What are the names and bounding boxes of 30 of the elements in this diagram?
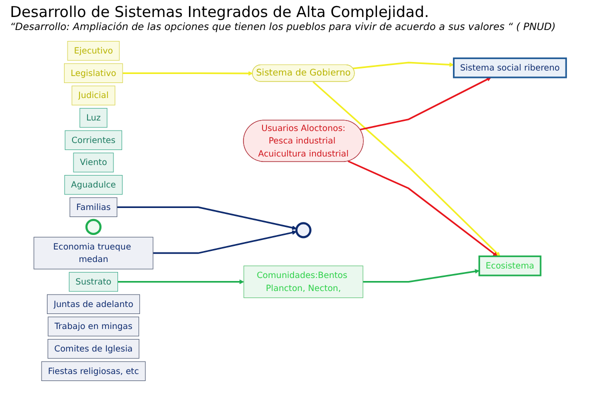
node-box: Comites de Iglesia bbox=[48, 339, 140, 359]
arrow bbox=[122, 71, 253, 76]
arrow bbox=[153, 230, 297, 254]
arrow bbox=[352, 62, 454, 70]
node-box: Judicial bbox=[72, 86, 116, 106]
node-box: Sustrato bbox=[68, 272, 118, 292]
node-box: Sistema social ribereno bbox=[452, 57, 567, 78]
node-circle bbox=[295, 222, 312, 238]
node-box: Comunidades:Bentos Plancton, Necton, bbox=[244, 266, 364, 298]
diagram-title: Desarrollo de Sistemas Integrados de Alta Complejidad. bbox=[10, 3, 430, 21]
node-box: Fiestas religiosas, etc bbox=[41, 361, 146, 381]
node-box: Trabajo en mingas bbox=[48, 316, 140, 336]
arrow bbox=[362, 269, 480, 283]
node-box: Luz bbox=[80, 108, 108, 128]
node-box: Aguadulce bbox=[64, 175, 123, 195]
node-box: Familias bbox=[70, 197, 118, 218]
arrow bbox=[348, 160, 498, 256]
arrow bbox=[312, 81, 500, 256]
node-box: Viento bbox=[73, 152, 114, 172]
quote-note: “Desarrollo: Ampliación de las opciones que tienen los pueblos para vivir de acuerdo a sus valores “ ( PNUD) bbox=[10, 22, 557, 33]
arrow bbox=[360, 77, 492, 130]
arrow bbox=[118, 279, 244, 284]
node-box: Legislativo bbox=[64, 63, 123, 83]
node-box: Corrientes bbox=[64, 130, 122, 150]
node-box: Economia trueque medan bbox=[34, 236, 154, 270]
node-box: Ejecutivo bbox=[67, 41, 120, 61]
arrow bbox=[117, 206, 297, 230]
node-box: Ecosistema bbox=[478, 256, 542, 276]
node-box: Juntas de adelanto bbox=[46, 294, 140, 314]
node-circle bbox=[85, 218, 102, 236]
